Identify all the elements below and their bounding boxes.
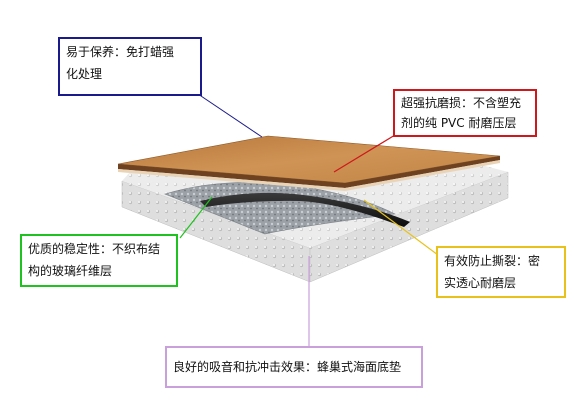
callout-maintenance-line-1: 易于保养：免打蜡强 bbox=[66, 45, 175, 59]
wear-layer-edge bbox=[118, 156, 500, 188]
callout-wear: 超强抗磨损：不含塑充 剂的纯 PVC 耐磨压层 bbox=[393, 89, 537, 137]
callout-tear: 有效防止撕裂：密 实透心耐磨层 bbox=[436, 246, 566, 298]
callout-stability-line-2: 构的玻璃纤维层 bbox=[28, 264, 113, 278]
callout-maintenance-line-2: 化处理 bbox=[66, 67, 103, 81]
callout-maintenance: 易于保养：免打蜡强 化处理 bbox=[58, 37, 202, 96]
leader-line-tear bbox=[363, 199, 439, 256]
callout-wear-line-2: 剂的纯 PVC 耐磨压层 bbox=[401, 116, 517, 130]
callout-wear-line-1: 超强抗磨损：不含塑充 bbox=[401, 96, 522, 110]
leader-line-maintenance bbox=[197, 93, 263, 138]
leader-line-stability bbox=[179, 196, 213, 239]
callout-sound-line-1: 良好的吸音和抗冲击效果：蜂巢式海面底垫 bbox=[173, 360, 402, 374]
callout-tear-line-1: 有效防止撕裂：密 bbox=[444, 254, 541, 268]
callout-sound: 良好的吸音和抗冲击效果：蜂巢式海面底垫 bbox=[165, 346, 423, 388]
callout-stability: 优质的稳定性：不织布结 构的玻璃纤维层 bbox=[20, 234, 178, 287]
wear-layer-highlight bbox=[118, 160, 500, 191]
callout-tear-line-2: 实透心耐磨层 bbox=[444, 276, 517, 290]
leader-line-wear bbox=[333, 134, 396, 173]
callout-stability-line-1: 优质的稳定性：不织布结 bbox=[28, 242, 161, 256]
solid-layer bbox=[200, 192, 410, 227]
